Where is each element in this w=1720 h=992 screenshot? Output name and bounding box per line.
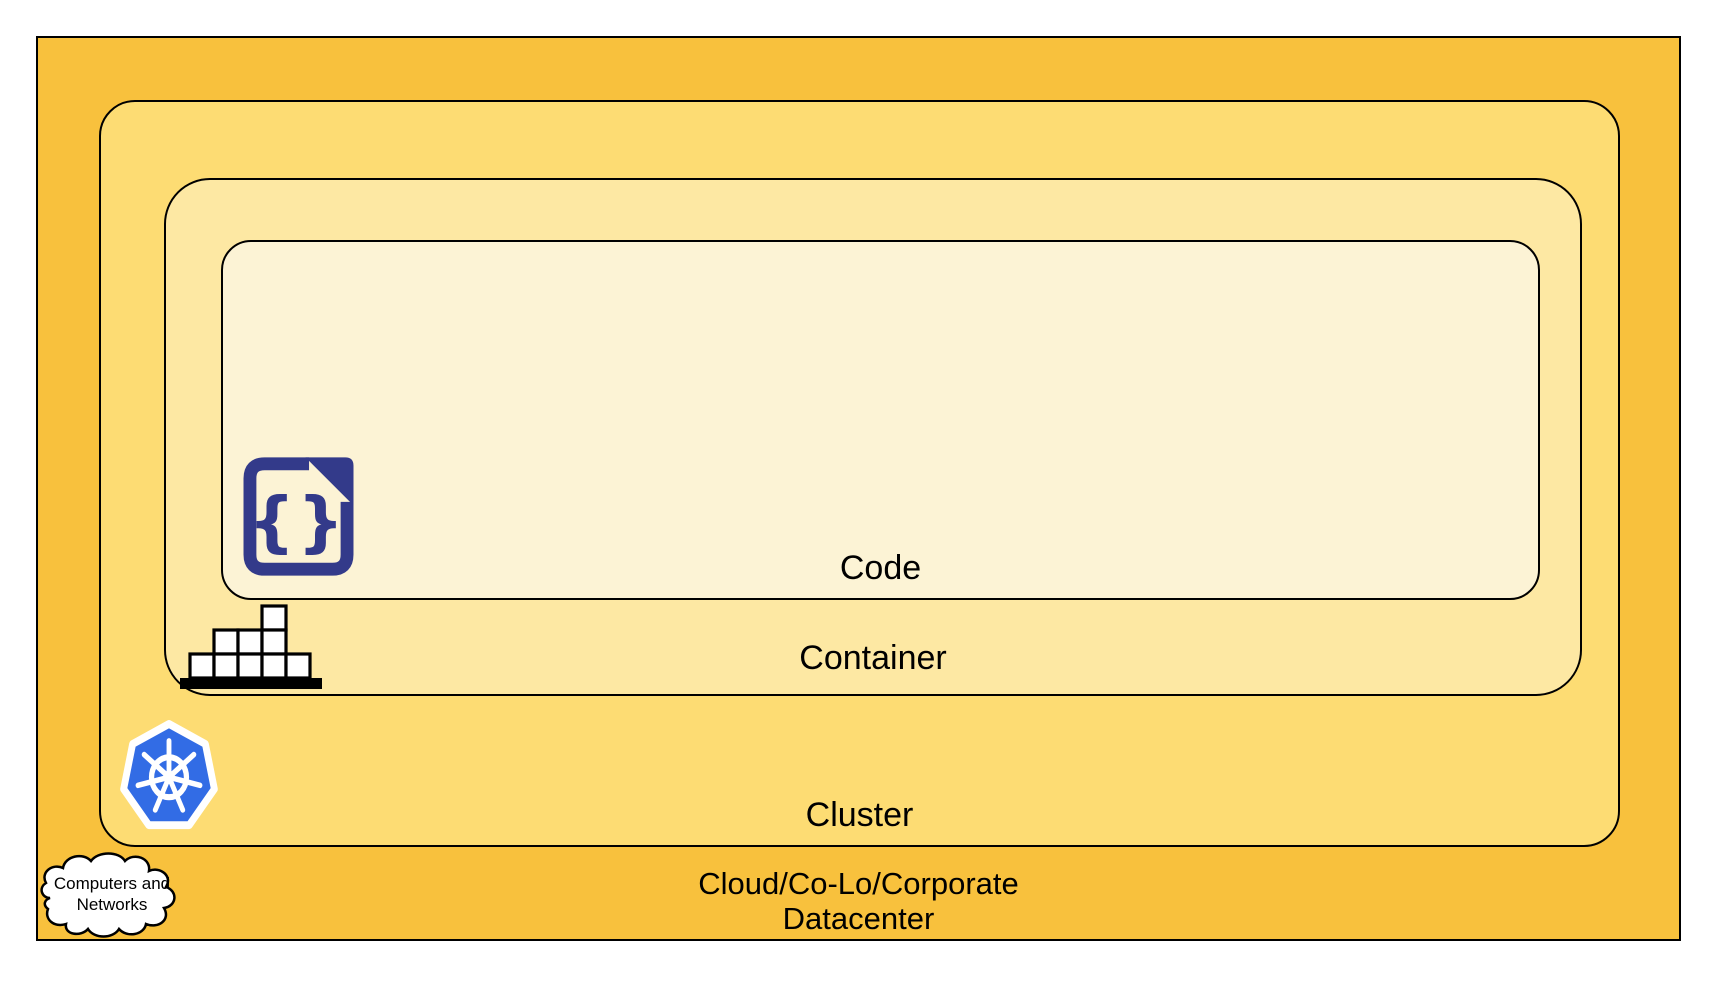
- container-label: Container: [799, 639, 947, 677]
- code-label: Code: [839, 549, 922, 587]
- computers-networks-cloud-icon: [40, 852, 176, 938]
- cloud-callout-line1: Computers and: [53, 874, 171, 893]
- cloud-callout-line2: Networks: [76, 895, 148, 914]
- code-file-icon: {}: [243, 457, 354, 576]
- container-blocks-icon: [180, 604, 322, 689]
- datacenter-label-line2: Datacenter: [782, 901, 935, 936]
- datacenter-label-line1: Cloud/Co-Lo/Corporate: [698, 866, 1019, 901]
- layer-code: Code: [221, 240, 1540, 600]
- cluster-label: Cluster: [805, 796, 914, 834]
- svg-text:{}: {}: [248, 484, 346, 560]
- kubernetes-icon: [120, 719, 218, 830]
